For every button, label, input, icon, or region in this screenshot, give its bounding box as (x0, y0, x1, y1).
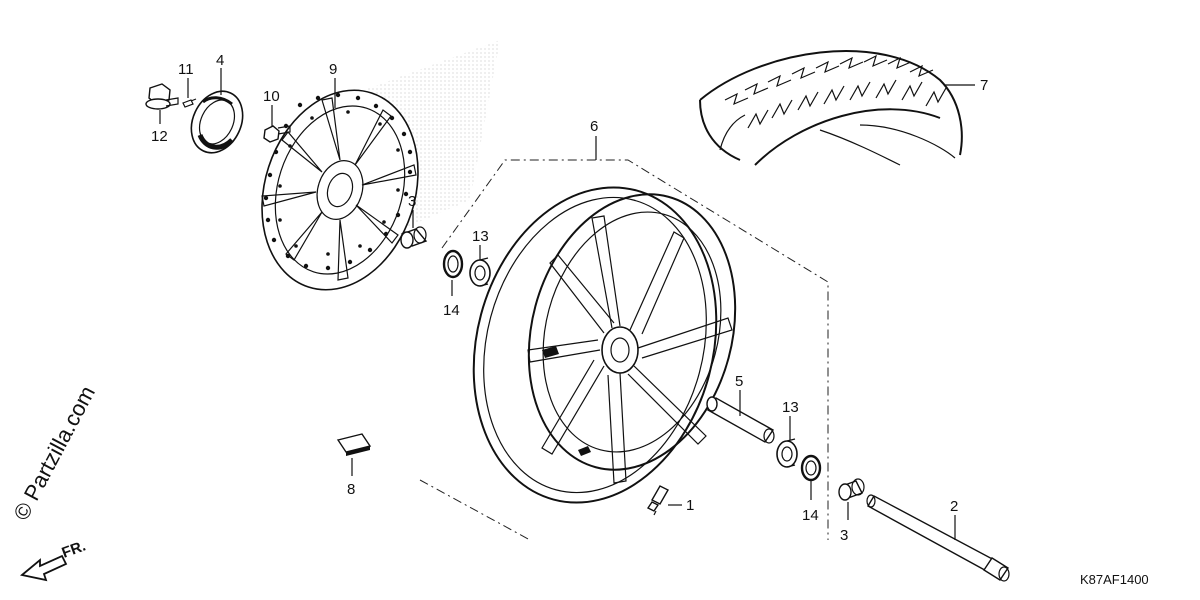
callout-collar-right: 3 (840, 527, 848, 544)
front-direction-label: FR. (60, 538, 89, 562)
dust-seal-right[interactable] (800, 454, 822, 482)
callout-collar-left: 3 (408, 193, 416, 210)
callout-axle: 2 (950, 498, 958, 515)
callout-bearing-right: 13 (782, 399, 799, 416)
callout-small-bolt: 11 (178, 61, 194, 78)
callout-ring-plate: 4 (216, 52, 224, 69)
collar-right[interactable] (838, 478, 865, 501)
bracket-line-wheel-bottom (419, 479, 531, 541)
brake-disc[interactable] (237, 40, 500, 310)
bracket-line-wheel (441, 159, 829, 540)
callout-brake-disc: 9 (329, 61, 337, 78)
callout-valve: 1 (686, 497, 694, 514)
callout-tire: 7 (980, 77, 988, 94)
bearing-right[interactable] (776, 438, 798, 468)
dust-seal-left[interactable] (442, 249, 464, 279)
callout-dust-seal-left: 14 (443, 302, 460, 319)
callout-distance-collar: 5 (735, 373, 743, 390)
watermark: © Partzilla.com (8, 382, 100, 525)
diagram-code: K87AF1400 (1080, 572, 1149, 587)
wheel-assembly[interactable] (440, 160, 765, 530)
distance-collar[interactable] (706, 396, 775, 444)
axle[interactable] (866, 494, 1010, 582)
bearing-left[interactable] (469, 257, 491, 287)
small-bolt[interactable] (182, 98, 197, 108)
collar-left[interactable] (400, 226, 428, 249)
disc-bolt[interactable] (263, 125, 291, 143)
flange-bolt[interactable] (145, 83, 179, 110)
valve[interactable] (646, 485, 669, 516)
ring-plate[interactable] (182, 83, 253, 161)
callout-wheel: 6 (590, 118, 598, 135)
callout-dust-seal-right: 14 (802, 507, 819, 524)
front-direction-arrow-icon (19, 554, 68, 582)
callout-balance-weight: 8 (347, 481, 355, 498)
tire[interactable] (699, 50, 963, 166)
callout-flange-bolt: 12 (151, 128, 168, 145)
callout-disc-bolt: 10 (263, 88, 280, 105)
balance-weight[interactable] (336, 433, 372, 456)
callout-bearing-left: 13 (472, 228, 489, 245)
